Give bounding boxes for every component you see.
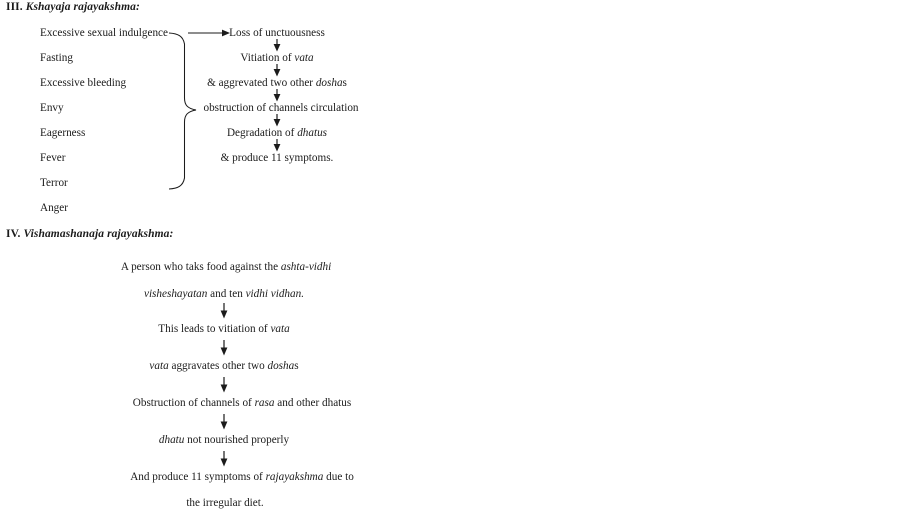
flow-step-text: Obstruction of channels of xyxy=(132,397,255,409)
flow-step-text: This leads to vitiation of xyxy=(158,323,271,335)
list-item: Eagerness xyxy=(40,127,86,139)
flow-step-term: ashta-vidhi xyxy=(280,261,332,273)
flow-step-text: aggravates other two xyxy=(168,360,268,372)
list-item: Excessive sexual indulgence xyxy=(40,27,168,39)
flow-step: And produce 11 symptoms of rajayakshma d… xyxy=(130,471,354,484)
section-iii-number: III. xyxy=(6,1,26,13)
flow-step-term: visheshayatan xyxy=(143,288,208,300)
flow-step-text: Degradation of xyxy=(226,127,298,139)
down-arrow-icon xyxy=(272,39,283,52)
horizontal-arrow-right-icon xyxy=(188,27,232,39)
flow-step: Obstruction of channels of rasa and othe… xyxy=(133,397,351,410)
section-iii-heading: III. Kshayaja rajayakshma: xyxy=(6,1,140,13)
down-arrow-icon xyxy=(272,64,283,77)
flow-step-text: And produce 11 symptoms of xyxy=(130,471,266,483)
flow-step-text: and ten xyxy=(207,288,246,300)
flow-step-term: rajayakshma xyxy=(265,471,324,483)
list-item: Envy xyxy=(40,102,64,114)
flow-step: Degradation of dhatus xyxy=(227,127,327,140)
flow-step-text: and other dhatus xyxy=(274,397,352,409)
down-arrow-icon xyxy=(272,139,283,152)
flow-step: dhatu not nourished properly xyxy=(159,434,289,447)
flow-step: A person who taks food against the ashta… xyxy=(121,261,331,274)
section-iv-title: Vishamashanaja rajayakshma: xyxy=(23,228,174,240)
flow-step: Loss of unctuousness xyxy=(229,27,325,40)
down-arrow-icon xyxy=(219,340,230,356)
section-iii-title: Kshayaja rajayakshma: xyxy=(25,1,140,13)
flow-step-term: vata xyxy=(270,323,290,335)
flow-step-text: not nourished properly xyxy=(184,434,290,446)
section-iv-heading: IV. Vishamashanaja rajayakshma: xyxy=(6,228,173,240)
flow-step: & aggrevated two other doshas xyxy=(207,77,347,90)
flow-step-text: & aggrevated two other xyxy=(207,77,316,89)
flow-step: & produce 11 symptoms. xyxy=(221,152,334,165)
flow-step-term: dhatu xyxy=(158,434,185,446)
flow-step-term: dosha xyxy=(315,77,343,89)
flow-step-term: vata xyxy=(294,52,314,64)
flow-step: obstruction of channels circulation xyxy=(203,102,358,115)
curly-brace-icon xyxy=(166,28,202,196)
list-item: Fever xyxy=(40,152,66,164)
down-arrow-icon xyxy=(219,451,230,467)
down-arrow-icon xyxy=(219,377,230,393)
down-arrow-icon xyxy=(219,303,230,319)
down-arrow-icon xyxy=(272,114,283,127)
flow-step-text: s xyxy=(342,77,347,89)
flow-step-text: obstruction of channels circulation xyxy=(203,102,359,114)
list-item: Anger xyxy=(40,202,68,214)
section-iv-number: IV. xyxy=(6,228,24,240)
flow-step-text: Loss of unctuousness xyxy=(229,27,325,39)
down-arrow-icon xyxy=(272,89,283,102)
list-item: Fasting xyxy=(40,52,73,64)
flow-step-text: the irregular diet. xyxy=(186,497,264,509)
flow-step: the irregular diet. xyxy=(186,497,263,510)
flow-step-text: & produce 11 symptoms. xyxy=(220,152,334,164)
flow-step-term: vata xyxy=(149,360,169,372)
list-item: Terror xyxy=(40,177,68,189)
flow-step: This leads to vitiation of vata xyxy=(158,323,289,336)
flow-step-term: dosha xyxy=(267,360,295,372)
flow-step: visheshayatan and ten vidhi vidhan. xyxy=(144,288,304,301)
flow-step-text: Vitiation of xyxy=(240,52,295,64)
flow-step: vata aggravates other two doshas xyxy=(149,360,298,373)
flow-step-text: s xyxy=(294,360,299,372)
flow-step-text: due to xyxy=(323,471,354,483)
flow-step-term: dhatus xyxy=(297,127,328,139)
flow-step-term: rasa xyxy=(254,397,275,409)
flow-step: Vitiation of vata xyxy=(240,52,313,65)
list-item: Excessive bleeding xyxy=(40,77,127,89)
flow-step-term: vidhi vidhan. xyxy=(245,288,305,300)
flow-step-text: A person who taks food against the xyxy=(120,261,281,273)
down-arrow-icon xyxy=(219,414,230,430)
